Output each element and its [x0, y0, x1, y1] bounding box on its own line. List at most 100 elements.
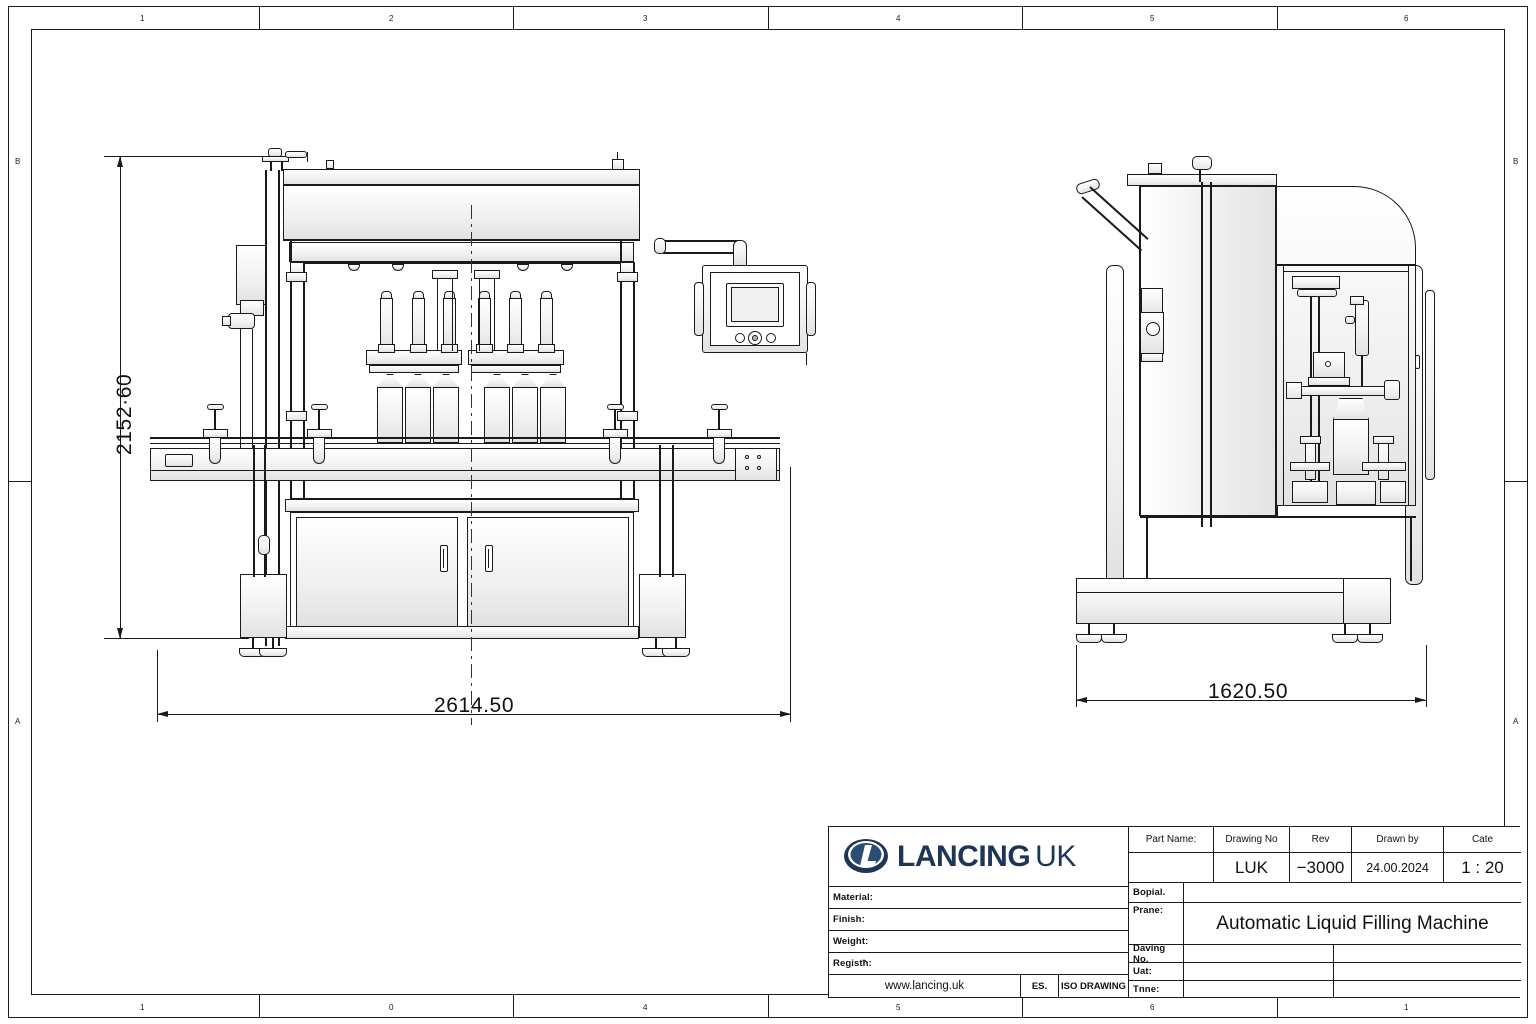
nozzle-cylinder	[380, 298, 393, 350]
foot-stem	[1344, 624, 1346, 636]
inlet-spout-end	[307, 152, 309, 162]
fastener-hole-icon	[757, 455, 761, 459]
header-rev: Rev	[1290, 827, 1352, 853]
zone-label-right-a: A	[1513, 717, 1519, 726]
foot-pad	[259, 648, 287, 657]
handle-detail	[443, 549, 445, 568]
conveyor-belt-line	[150, 470, 780, 472]
dim-arrow-down	[116, 628, 123, 639]
header-drawing-no: Drawing No	[1214, 827, 1290, 853]
centerline-vertical	[471, 205, 472, 725]
zone-divider	[8, 481, 31, 483]
hood-inner-edge	[1408, 264, 1410, 506]
left-column-edge	[278, 170, 280, 646]
dim-ext-line-bottom	[104, 638, 249, 640]
zone-label-bottom-5: 6	[1150, 1003, 1155, 1012]
emergency-stop-center	[752, 335, 758, 341]
dim-ext-line-right	[1426, 645, 1428, 707]
panel-leader-line	[806, 353, 808, 365]
clamp-bar-right	[1362, 462, 1406, 471]
dosing-valve-stem	[1361, 356, 1363, 386]
manifold-support-post	[479, 279, 481, 351]
zone-divider	[513, 6, 515, 29]
dim-arrow-right	[780, 710, 791, 717]
conveyor-deck	[150, 448, 780, 481]
zone-label-bottom-1: 1	[140, 1003, 145, 1012]
foot-stem	[252, 638, 254, 650]
lancing-logo-icon	[844, 838, 888, 873]
panel-button-start-icon[interactable]	[735, 333, 745, 343]
cabinet-top-rail	[285, 499, 639, 512]
dimension-value-side-width: 1620.50	[1208, 680, 1289, 703]
fastener-hole-icon	[745, 466, 749, 470]
feed-valve-flange	[1141, 353, 1163, 362]
guard-hinge	[286, 411, 307, 421]
left-upright	[264, 445, 266, 577]
dosing-valve-cap	[1350, 296, 1364, 305]
hood-skirt	[289, 242, 634, 262]
vent-fitting	[612, 159, 624, 170]
adjuster-stem	[318, 410, 320, 432]
machine-top-hood	[283, 185, 640, 240]
dim-arrow-left	[1076, 696, 1087, 703]
zone-divider	[1277, 6, 1279, 29]
row-spatial-value	[1184, 883, 1521, 903]
adjuster-shaft	[313, 437, 325, 464]
nozzle-cylinder	[509, 298, 522, 350]
zone-label-top-6: 6	[1404, 14, 1409, 23]
down-pipe	[252, 329, 254, 449]
side-frame-left	[1146, 516, 1148, 581]
foot-stem	[1088, 624, 1090, 636]
cabinet-door-right[interactable]	[467, 517, 629, 627]
clamp-cylinder-left	[1305, 440, 1316, 480]
zone-divider	[1277, 995, 1279, 1018]
row-project-label: Prane:	[1129, 903, 1184, 945]
dim-line-vertical	[120, 156, 122, 639]
inlet-pipe	[281, 157, 283, 171]
adjuster-stem	[214, 410, 216, 432]
zone-label-left-a: A	[15, 717, 21, 726]
guard-top-rail	[290, 262, 634, 264]
logo-suffix: UK	[1035, 839, 1076, 873]
side-frame-right	[1410, 516, 1412, 581]
adjuster-knob	[607, 404, 624, 410]
fastener-hole-icon	[757, 466, 761, 470]
right-upright	[672, 445, 674, 577]
standard-label: ISO DRAWING	[1059, 975, 1129, 997]
guard-frame-left-inner	[303, 262, 305, 500]
hood-inner-rail	[1283, 271, 1408, 273]
dosing-valve-port	[1345, 316, 1355, 324]
panel-button-stop-icon[interactable]	[766, 333, 776, 343]
foot-pad	[1076, 634, 1102, 643]
valve-handle	[222, 316, 231, 326]
manifold-support-plate	[474, 270, 500, 279]
zone-divider	[1022, 995, 1024, 1018]
conveyor-guide-rail-bottom	[150, 443, 780, 445]
panel-mount-right	[806, 282, 816, 336]
tank-center-post	[1210, 182, 1212, 527]
side-inlet-stem	[1199, 170, 1201, 182]
hmi-screen-inner	[731, 287, 779, 322]
value-scale: 1 : 20	[1444, 853, 1521, 883]
row-list-label: Uat:	[1129, 963, 1184, 981]
foot-stem	[675, 638, 677, 650]
dimension-value-width: 2614.50	[434, 694, 515, 717]
panel-arm-bottom	[663, 252, 733, 254]
cabinet-base-rail	[285, 626, 639, 639]
row-material-label: Material:	[829, 887, 1129, 909]
side-inlet-valve	[1192, 156, 1212, 170]
slide-top-flange	[1297, 289, 1337, 297]
foot-stem	[1369, 624, 1371, 636]
cabinet-door-left[interactable]	[296, 517, 458, 627]
zone-label-top-5: 5	[1150, 14, 1155, 23]
manifold-support-plate	[432, 270, 458, 279]
nozzle-clamp	[378, 344, 395, 353]
right-upright	[659, 445, 661, 577]
manifold-tee	[1384, 380, 1400, 400]
nozzle-cylinder	[540, 298, 553, 350]
lower-fitting-center	[1336, 481, 1376, 505]
website-link[interactable]: www.lancing.uk	[829, 975, 1021, 997]
row-drawing-no2-value-b	[1334, 945, 1521, 963]
row-time-value-b	[1334, 981, 1521, 997]
guard-bottom-rail	[290, 498, 634, 500]
